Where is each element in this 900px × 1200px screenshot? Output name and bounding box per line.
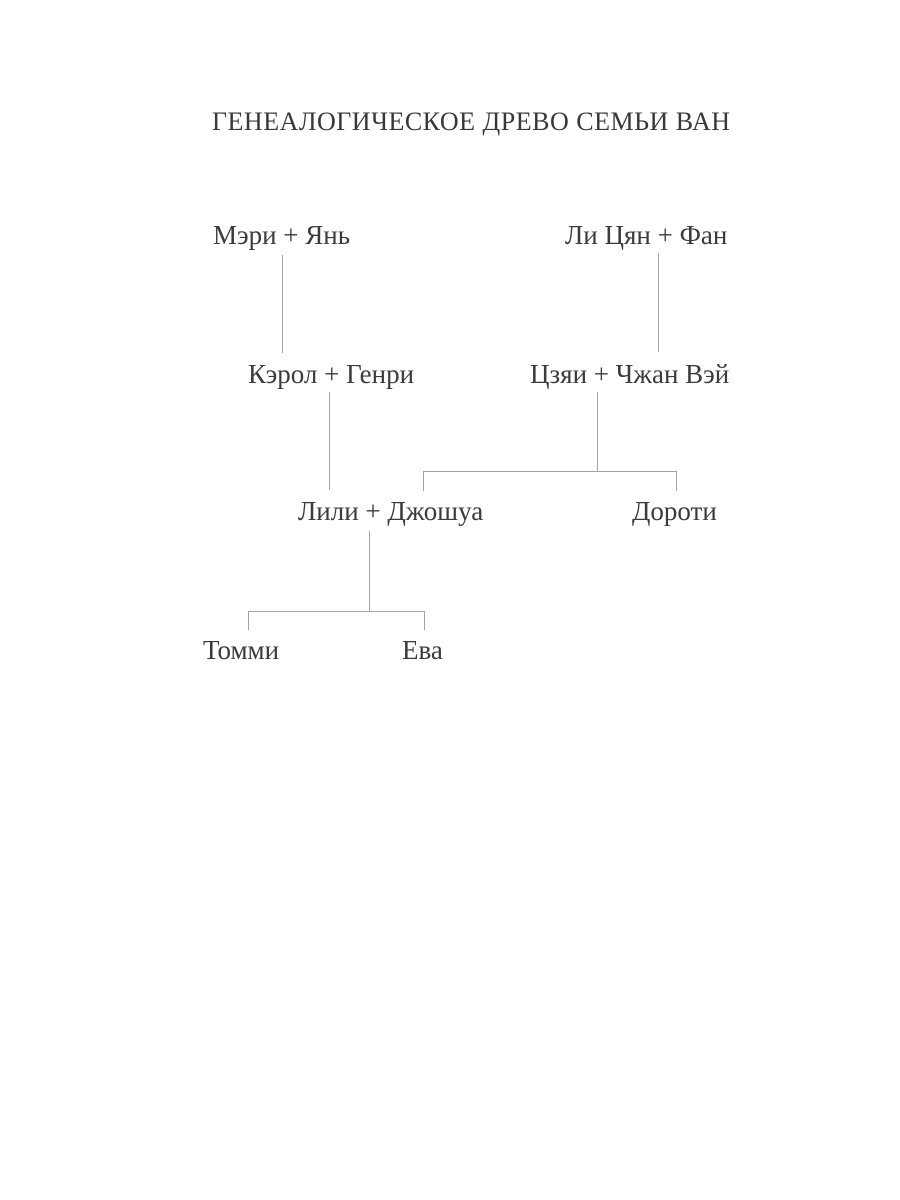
connector-jiayi-zhangwei-children-bracket: [423, 471, 677, 491]
person-eva: Ева: [402, 635, 443, 665]
connector-carol-henry-to-lily: [329, 392, 330, 490]
person-lily-joshua: Лили + Джошуа: [298, 496, 484, 526]
person-carol-henry: Кэрол + Генри: [248, 359, 415, 389]
connector-lily-joshua-children-bracket: [248, 611, 425, 630]
connector-jiayi-zhangwei-stem: [597, 392, 598, 471]
connector-li-qian-fan-to-jiayi-zhangwei: [658, 253, 659, 352]
person-jiayi-zhangwei: Цзяи + Чжан Вэй: [530, 359, 730, 389]
connector-lily-joshua-stem: [369, 531, 370, 611]
page-title: ГЕНЕАЛОГИЧЕСКОЕ ДРЕВО СЕМЬИ ВАН: [212, 107, 731, 136]
connector-mary-yan-to-carol-henry: [282, 255, 283, 353]
person-dorothy: Дороти: [632, 496, 717, 526]
person-tommy: Томми: [203, 635, 280, 665]
person-li-qian-fan: Ли Цян + Фан: [565, 220, 728, 250]
person-mary-yan: Мэри + Янь: [213, 220, 351, 250]
